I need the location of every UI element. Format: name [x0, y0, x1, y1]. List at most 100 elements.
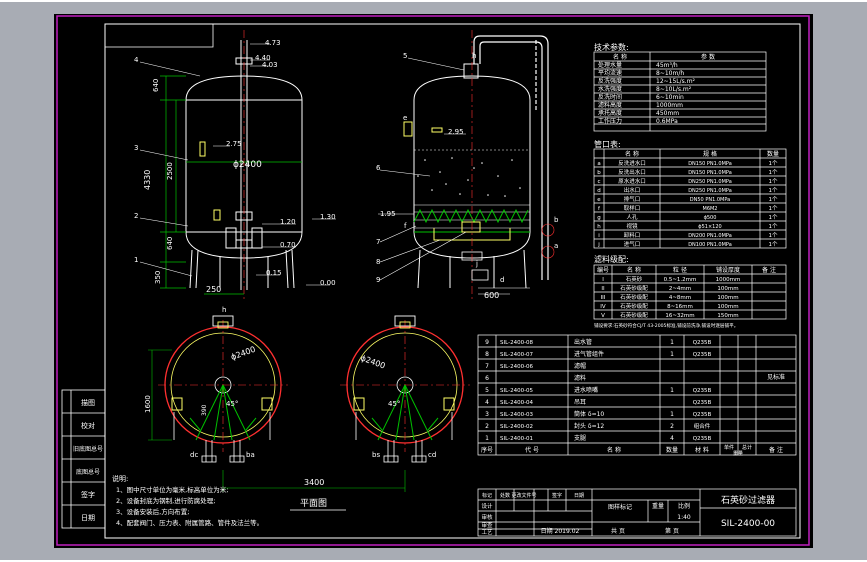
parts-row-1-qty: 1	[670, 351, 674, 358]
rpart-6: 6	[376, 164, 381, 172]
part-num-2: 2	[134, 212, 138, 220]
nozzle-row-7-qty: 1个	[769, 223, 778, 230]
rletter-h: h	[472, 52, 476, 60]
tb-role-0: 设计	[481, 502, 493, 510]
nozzle-row-9-letter: j	[597, 242, 600, 248]
pl-side-note: 见标准	[767, 373, 785, 381]
stamp-row-4: 签字	[81, 490, 95, 499]
inner-border	[104, 23, 801, 539]
tp-r2-val: 12~15L/s.m²	[656, 78, 696, 85]
media-row-1-size: 2~4mm	[669, 286, 691, 292]
md-h1: 名 称	[627, 266, 641, 274]
pl-h7: 备 注	[769, 446, 783, 454]
nozzle-row-7-letter: h	[597, 224, 601, 230]
stamp-row-2: 旧底图总号	[73, 445, 103, 453]
left-dimension-lines	[160, 75, 302, 295]
nozzle-row-8-qty: 1个	[769, 232, 778, 239]
right-mark-1: 1.95	[380, 210, 396, 218]
nozzle-row-5-qty: 1个	[769, 205, 778, 212]
dim-left-0: 640	[152, 79, 160, 92]
tp-r2-name: 反洗强度	[598, 77, 622, 85]
nozzle-row-6-letter: g	[597, 215, 601, 221]
tp-r1-name: 平均流速	[598, 69, 622, 77]
parts-row-2-no: 7	[485, 363, 489, 370]
nozzle-row-2-qty: 1个	[769, 178, 778, 185]
pl-h2: 名 称	[607, 446, 621, 454]
nozzle-table-grid	[593, 148, 787, 249]
pl-h1: 代 号	[525, 446, 539, 454]
bottom-dim-left: 250	[206, 285, 221, 294]
parts-row-7-name: 封头 δ=12	[574, 422, 604, 430]
parts-row-4-material: Q235B	[693, 388, 712, 394]
media-row-3-id: IV	[600, 304, 606, 310]
parts-row-4-qty: 1	[670, 387, 674, 394]
nozzle-row-4-name: 排气口	[624, 195, 641, 203]
nozzle-row-9-name: 进气口	[624, 240, 641, 248]
parts-row-8-code: SIL-2400-01	[500, 436, 533, 442]
nozzle-row-0-letter: a	[597, 161, 600, 167]
plan-caption: 平面图	[300, 498, 327, 509]
tp-r5-val: 1000mm	[656, 102, 683, 109]
tb-mid-1: 重量	[652, 502, 664, 510]
outer-border	[56, 15, 810, 546]
rpart-9: 9	[376, 276, 380, 284]
tp-r6-name: 承托高度	[598, 109, 622, 117]
parts-row-2-name: 滤帽	[574, 362, 586, 370]
tb-drawing-number: SIL-2400-00	[721, 519, 775, 529]
parts-row-6-material: Q235B	[693, 412, 712, 418]
tb-label-2: 更改文件号	[511, 492, 536, 499]
part-num-3: 3	[134, 144, 138, 152]
plan-angle-right: 45°	[388, 400, 400, 408]
tp-r3-name: 水洗强度	[598, 85, 622, 93]
pl-h3: 数量	[666, 446, 678, 454]
parts-row-3-name: 滤料	[574, 374, 586, 382]
part-num-1: 1	[134, 256, 138, 264]
note-1: 1、图中尺寸单位为毫米,标高单位为米;	[116, 485, 228, 494]
paper-area	[54, 14, 813, 548]
right-media-dots	[417, 157, 521, 197]
parts-row-7-qty: 2	[670, 423, 674, 430]
tb-sheet: 共 页	[611, 527, 625, 535]
parts-row-5-material: Q235B	[693, 400, 712, 406]
media-row-4-id: V	[601, 313, 605, 319]
dim-left-4: 350	[154, 271, 162, 284]
media-row-3-name: 石英砂级配	[620, 302, 648, 310]
parts-row-5-code: SIL-2400-04	[500, 400, 534, 406]
elevation-left: 4.73 4.40 4.03 2.75 1.20 1.30 0.70 0.15 …	[134, 30, 336, 300]
tp-r3-val: 8~10L/s.m²	[656, 86, 692, 93]
tp-header-name: 名 称	[613, 53, 627, 61]
rletter-b: b	[554, 216, 559, 224]
plan-right-letter-0: bs	[372, 451, 380, 459]
md-h2: 粒 径	[673, 266, 687, 274]
nozzle-row-8-spec: DN200 PN1.0MPa	[688, 233, 732, 239]
dim-left-2: 2500	[166, 162, 174, 180]
stamp-row-1: 校对	[81, 421, 95, 430]
nozzle-row-4-letter: e	[597, 197, 601, 203]
parts-row-2-code: SIL-2400-06	[500, 364, 534, 370]
nozzle-row-2-letter: c	[597, 179, 600, 185]
tb-label-0: 标记	[482, 492, 492, 499]
note-3: 3、设备安装后,方向布置;	[116, 507, 189, 516]
nozzle-row-5-letter: f	[598, 206, 601, 212]
media-table-title: 滤料级配:	[594, 254, 629, 264]
notes-title: 说明:	[112, 474, 128, 483]
tp-r0-val: 45m³/h	[656, 62, 678, 69]
mark-7: 0.15	[266, 269, 282, 277]
tb-sheet-no: 第 页	[665, 527, 679, 535]
parts-row-8-qty: 4	[670, 435, 674, 442]
parts-row-1-name: 进气管组件	[574, 350, 604, 358]
parts-row-6-qty: 1	[670, 411, 674, 418]
pl-h4: 材 料	[695, 446, 709, 454]
mark-3: 2.75	[226, 140, 242, 148]
tb-date: 日期 2019.02	[541, 527, 580, 535]
nz-header-spec: 规 格	[703, 150, 717, 158]
parts-row-0-code: SIL-2400-08	[500, 340, 534, 346]
parts-row-4-code: SIL-2400-05	[500, 388, 534, 394]
rpart-7: 7	[376, 238, 380, 246]
md-h3: 铺设厚度	[716, 266, 740, 274]
tp-r7-val: 0.6MPa	[656, 118, 678, 125]
nz-header-name: 名 称	[625, 150, 639, 158]
right-mark-0: 2.95	[448, 128, 464, 136]
manhole-side	[403, 121, 413, 137]
